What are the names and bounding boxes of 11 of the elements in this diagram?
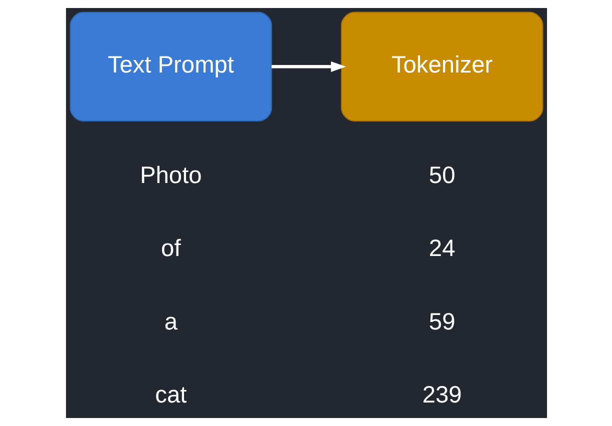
label: a (164, 309, 177, 336)
arrow (271, 61, 346, 72)
label: 24 (428, 236, 455, 262)
label: cat (154, 382, 186, 408)
node-box: Tokenizer (340, 12, 543, 122)
label: 239 (422, 382, 462, 408)
label: 59 (428, 309, 455, 336)
label: Photo (140, 162, 202, 189)
node-box: Text Prompt (69, 12, 272, 122)
label: of (160, 236, 180, 262)
label: 50 (428, 162, 455, 189)
